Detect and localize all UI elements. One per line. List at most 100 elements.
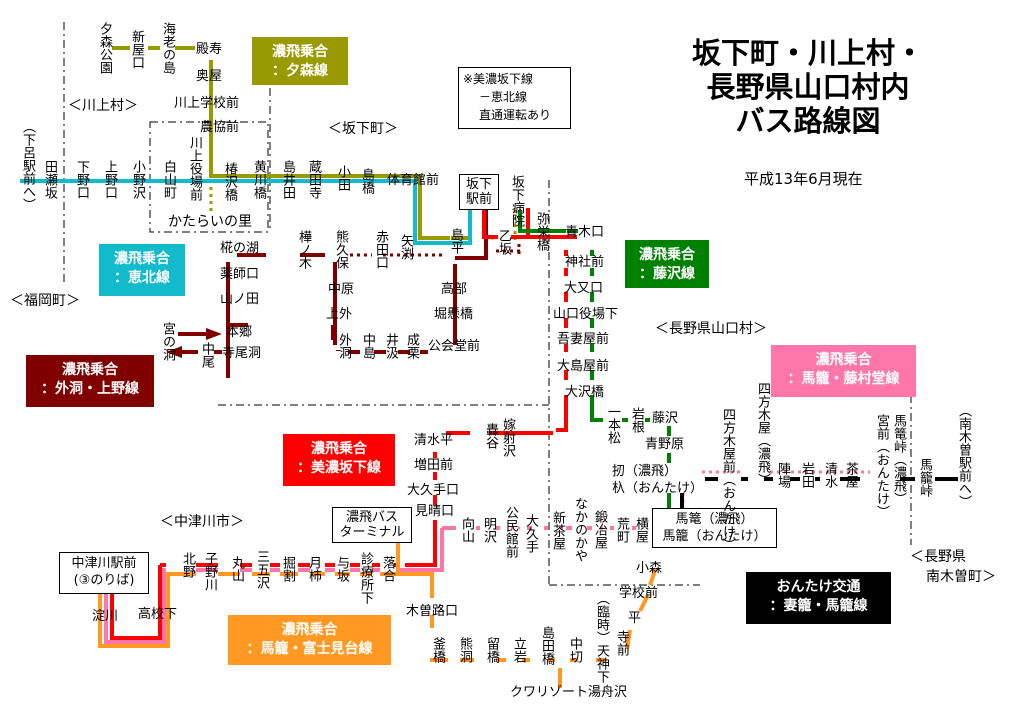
stop-miyanobora[interactable]: 宮の洞 [160,322,175,361]
stop-kumabora[interactable]: 熊洞 [457,637,472,663]
stop-kuradadera[interactable]: 蔵田寺 [306,160,321,199]
stop-yakushi[interactable]: 薬師口 [220,267,260,282]
route-badge-magome-fujimidai[interactable]: 濃飛乗合 ：馬籠・富士見台線 [228,615,391,665]
stop-nakajima[interactable]: 中島 [360,333,375,359]
stop-shinya-guchi[interactable]: 新屋口 [129,30,144,69]
stop-kominkan[interactable]: 公民館前 [503,506,518,558]
stop-onozawa[interactable]: 小野沢 [130,160,145,199]
stop-yomoki-ontake[interactable]: 四方木屋前（おんたけ） [720,408,735,551]
stop-yabuchi[interactable]: 矢渕 [398,234,413,260]
stop-yumori-koen[interactable]: 夕森公園 [97,22,112,74]
route-badge-magome-fujimura[interactable]: 濃飛乗合 ：馬籠・藤村堂線 [771,345,916,397]
stop-chaya[interactable]: 茶屋 [843,462,858,488]
stop-shimizudaira[interactable]: 清水平 [414,433,454,448]
stop-okute[interactable]: 大久手 [523,514,538,553]
stop-yomoki-nohi[interactable]: 四方木屋（濃飛） [755,382,770,486]
route-badge-yumori[interactable]: 濃飛乗合 ：夕森線 [252,37,348,85]
stop-kabanoki[interactable]: 樺ノ木 [296,230,311,269]
stop-magome-toge[interactable]: 馬籠峠 [917,458,932,497]
stop-ipponmatsu[interactable]: 一本松 [605,405,620,444]
stop-terabora[interactable]: 寺尾洞 [222,346,262,361]
stop-resort[interactable]: クワリゾート湯舟沢 [510,685,628,700]
stop-oda[interactable]: 小田 [335,165,350,191]
stop-fujisawa[interactable]: 藤沢 [652,411,679,426]
stop-kokaido[interactable]: 公会堂前 [428,339,481,354]
stop-yodogawa[interactable]: 淀川 [92,609,119,624]
stop-shimaida[interactable]: 島井田 [280,160,295,199]
stop-tasezaka[interactable]: 田瀬坂 [42,160,57,199]
stop-maruyama[interactable]: 丸山 [229,556,244,582]
stop-yomezawa[interactable]: 嫁射沢 [500,418,515,457]
stop-miharashi[interactable]: 見晴口 [415,504,455,519]
stop-teramae[interactable]: 寺前 [614,630,629,656]
stop-nagiso[interactable]: （南木曽駅前へ） [956,404,971,508]
stop-magome[interactable]: 馬篭（濃飛） 馬籠（おんたけ） [652,508,777,548]
stop-oshimaya[interactable]: 大島屋前 [557,359,610,374]
stop-kikawa[interactable]: 黄川橋 [251,160,266,199]
stop-sangosawa[interactable]: 三五沢 [254,550,269,589]
stop-okuya[interactable]: 奥屋 [196,69,223,84]
stop-gero[interactable]: （下呂駅前へ） [20,120,35,211]
stop-sotobora[interactable]: 外洞 [336,333,351,359]
stop-jinba[interactable]: 陣場 [775,462,790,488]
stop-kumakubo[interactable]: 熊久保 [333,230,348,269]
stop-shinryojo[interactable]: 診療所下 [358,552,373,604]
stop-yokoya[interactable]: 横屋 [633,517,648,543]
stop-ebinoshima[interactable]: 海老の島 [160,22,175,74]
stop-kamino-guchi[interactable]: 上野口 [102,160,117,199]
stop-aokiguchi[interactable]: 青木口 [565,225,605,240]
stop-kamabashi[interactable]: 釜橋 [430,637,445,663]
route-badge-ontake[interactable]: おんたけ交通 ：妻籠・馬籠線 [746,572,891,624]
stop-nokyo[interactable]: 農協前 [200,120,240,135]
stop-tochi-ontake[interactable]: 杁（おんたけ） [612,481,704,496]
stop-shinchaya[interactable]: 新茶屋 [550,511,565,550]
stop-nakagiri[interactable]: 中切 [567,637,582,663]
stop-kamisoto[interactable]: 上外 [326,307,353,322]
stop-agatsuma[interactable]: 吾妻屋前 [557,332,610,347]
stop-nohi-terminal[interactable]: 濃飛バス ターミナル [332,507,412,543]
stop-tateiwa[interactable]: 立岩 [511,637,526,663]
route-badge-keihoku[interactable]: 濃飛乗合 ：恵北線 [99,244,185,296]
stop-akadaguchi[interactable]: 赤田口 [373,230,388,269]
stop-shimabashi[interactable]: 島橋 [359,168,374,194]
stop-shimadabashi[interactable]: 島田橋 [539,626,554,665]
stop-hongo[interactable]: 本郷 [226,325,253,340]
stop-narikuri[interactable]: 成栗 [404,333,419,359]
stop-osawa[interactable]: 大沢橋 [565,385,605,400]
stop-shirayama[interactable]: 白山町 [161,160,176,199]
stop-taira[interactable]: 平 [628,611,642,626]
stop-tomebashi[interactable]: 留橋 [484,637,499,663]
stop-tsubakizawa[interactable]: 椿沢橋 [222,162,237,201]
stop-iwata[interactable]: 岩田 [799,462,814,488]
stop-yasaka[interactable]: 弥栄橋 [534,212,549,251]
stop-omataguchi[interactable]: 大又口 [564,281,604,296]
stop-tochi-nohi[interactable]: 扨（濃飛） [612,464,678,479]
stop-komori[interactable]: 小森 [636,561,663,576]
stop-horiwari[interactable]: 掘割 [280,556,295,582]
stop-jinja[interactable]: 神社前 [565,255,605,270]
stop-kunugi[interactable]: 椛の湖 [220,241,260,256]
stop-yosaka[interactable]: 与坂 [334,556,349,582]
stop-miyamae[interactable]: 宮前（おんたけ） [874,414,889,518]
stop-kawaue-yakuba[interactable]: 川上役場前 [187,136,202,201]
stop-gakko[interactable]: 学校前 [619,586,659,601]
stop-takabe[interactable]: 高部 [441,282,468,297]
stop-okute-guchi[interactable]: 大久手口 [407,483,460,498]
stop-magome-toge-nohi[interactable]: 馬篭峠（濃飛） [891,414,906,505]
stop-sakashita-eki[interactable]: 坂下駅前 [459,174,499,210]
stop-ikumi[interactable]: 井汲 [383,333,398,359]
stop-shimono-guchi[interactable]: 下野口 [74,160,89,199]
stop-nakao[interactable]: 中尾 [199,342,214,368]
stop-horikake[interactable]: 堀懸橋 [434,307,474,322]
stop-tonosu[interactable]: 殿寿 [196,42,223,57]
route-badge-minosakashita[interactable]: 濃飛乗合 ：美濃坂下線 [283,434,395,486]
stop-konogawa[interactable]: 子野川 [202,552,217,591]
stop-kawaue-gakko[interactable]: 川上学校前 [174,96,240,111]
stop-shimizu[interactable]: 清水 [822,462,837,488]
stop-tenjin[interactable]: （臨時）天神下 [594,592,609,683]
stop-koko[interactable]: 高校下 [138,607,178,622]
stop-otsuzaka[interactable]: 乙坂 [496,229,511,255]
stop-kisoji[interactable]: 木曽路口 [406,604,459,619]
stop-nakatsugawa-eki[interactable]: 中津川駅前 (③のりば) [59,552,149,594]
stop-ochiai[interactable]: 落合 [380,556,395,582]
